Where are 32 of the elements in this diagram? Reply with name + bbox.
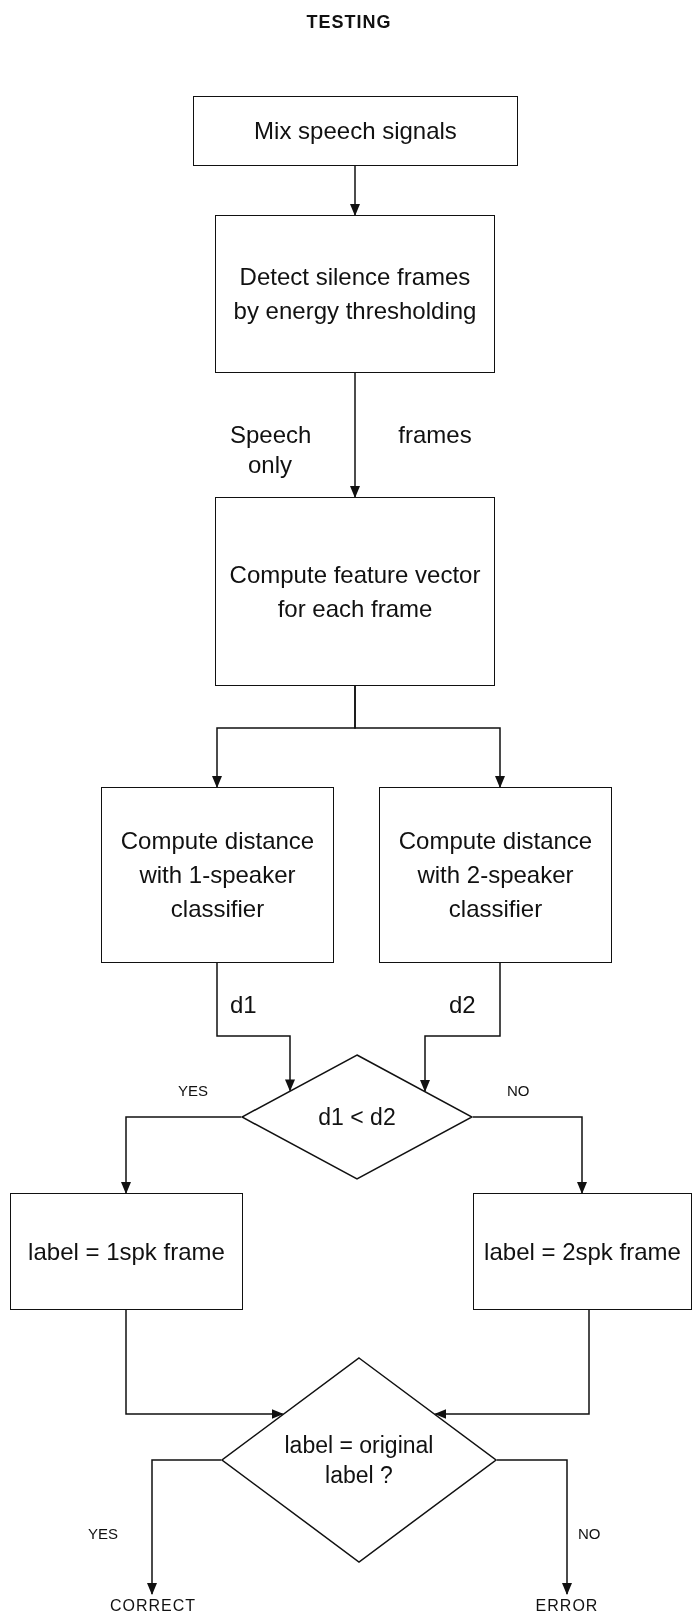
arrow	[121, 1116, 242, 1194]
box-text: Detect silence frames by energy thresholding	[232, 262, 478, 326]
arrow	[420, 962, 501, 1092]
process-box	[473, 1193, 692, 1310]
arrow	[472, 1116, 587, 1194]
process-box	[10, 1193, 243, 1310]
decision-text: label = original label ?	[283, 1431, 435, 1490]
decision-text: d1 < d2	[318, 1103, 396, 1132]
arrow	[350, 165, 360, 216]
box-text: Compute distance with 1-speaker classifier	[119, 826, 316, 924]
arrow	[125, 1309, 284, 1419]
outcome-label: CORRECT	[98, 1594, 208, 1618]
arrow	[434, 1309, 590, 1419]
box-text: Mix speech signals	[253, 116, 458, 146]
arrow	[147, 1459, 222, 1595]
arrow	[350, 372, 360, 498]
arrow	[216, 962, 295, 1092]
box-text: Compute feature vector for each frame	[228, 559, 482, 624]
box-text: label = 1spk frame	[27, 1236, 226, 1267]
decision-diamond	[241, 1054, 473, 1180]
process-box	[379, 787, 612, 963]
process-box	[215, 215, 495, 373]
process-box	[215, 497, 495, 686]
box-text: Compute distance with 2-speaker classifier	[397, 826, 594, 924]
process-box	[193, 96, 518, 166]
diagram-title: TESTING	[305, 12, 393, 33]
decision-diamond	[221, 1357, 497, 1563]
arrow	[496, 1459, 572, 1595]
process-box	[101, 787, 334, 963]
arrow	[354, 685, 505, 788]
box-text: label = 2spk frame	[483, 1236, 682, 1267]
outcome-label: ERROR	[532, 1594, 602, 1618]
